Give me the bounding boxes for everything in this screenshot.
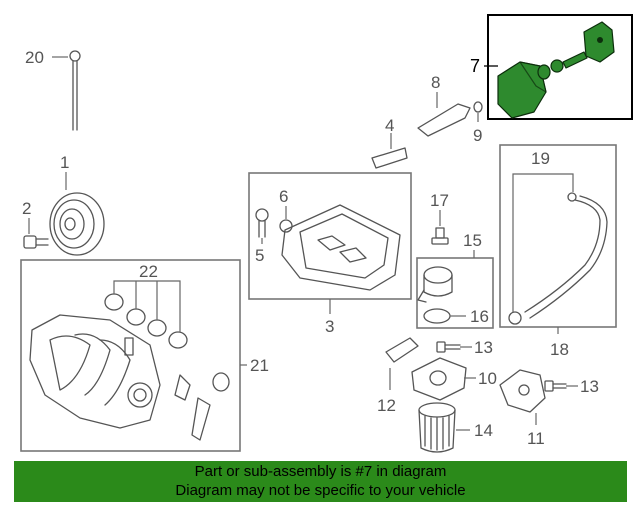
- callout-7: 7: [470, 56, 480, 76]
- box-7-highlighted: [487, 14, 633, 120]
- part-22-gaskets: [104, 293, 188, 349]
- part-8-bracket: [417, 103, 471, 137]
- callout-13-upper: 13: [474, 338, 493, 357]
- part-13-bolt-lower: [544, 380, 567, 392]
- banner-line-2: Diagram may not be specific to your vehi…: [175, 482, 466, 499]
- part-5-bolt: [255, 208, 269, 238]
- part-9-o-ring: [473, 101, 483, 113]
- part-12-gasket: [385, 337, 419, 363]
- callout-20: 20: [25, 48, 44, 67]
- callout-21: 21: [250, 356, 269, 375]
- part-14-oil-filter: [418, 402, 456, 453]
- info-banner: Part or sub-assembly is #7 in diagram Di…: [14, 461, 627, 502]
- callout-9: 9: [473, 126, 482, 145]
- callout-10: 10: [478, 369, 497, 388]
- box-21-intake: [20, 259, 241, 452]
- part-17-bolt: [431, 227, 449, 245]
- banner-line-1: Part or sub-assembly is #7 in diagram: [194, 463, 447, 480]
- callout-2: 2: [22, 199, 31, 218]
- part-18-hose: [508, 192, 608, 325]
- part-3-oil-pan: [281, 204, 401, 291]
- part-20-dipstick: [69, 50, 81, 131]
- box-15-filter-adapter: [416, 257, 494, 329]
- part-6-o-ring: [279, 219, 293, 233]
- part-13-bolt-upper: [436, 341, 461, 353]
- part-1-pulley: [49, 192, 105, 256]
- callout-11: 11: [527, 429, 545, 448]
- callout-18: 18: [550, 340, 569, 359]
- callout-8: 8: [431, 73, 440, 92]
- leader-22: [113, 280, 181, 332]
- callout-4: 4: [385, 116, 394, 135]
- part-10-housing: [411, 357, 467, 401]
- part-11-bracket: [499, 369, 546, 413]
- callout-13-lower: 13: [580, 377, 599, 396]
- part-16-gasket: [423, 308, 451, 324]
- callout-19: 19: [531, 149, 550, 168]
- leader-19: [512, 173, 574, 312]
- part-15-adapter: [417, 266, 453, 303]
- callout-6: 6: [279, 187, 288, 206]
- callout-12: 12: [377, 396, 396, 415]
- part-21-intake-manifold: [29, 314, 230, 441]
- callout-17: 17: [430, 191, 449, 210]
- callout-16: 16: [470, 307, 489, 326]
- callout-3: 3: [325, 317, 334, 336]
- part-7-assembly: [497, 21, 615, 119]
- part-4-bracket: [371, 147, 408, 169]
- callout-22: 22: [139, 262, 158, 281]
- callout-15: 15: [463, 231, 482, 250]
- callout-5: 5: [255, 246, 264, 265]
- part-2-bolt: [23, 235, 49, 249]
- callout-14: 14: [474, 421, 493, 440]
- callout-1: 1: [60, 153, 69, 172]
